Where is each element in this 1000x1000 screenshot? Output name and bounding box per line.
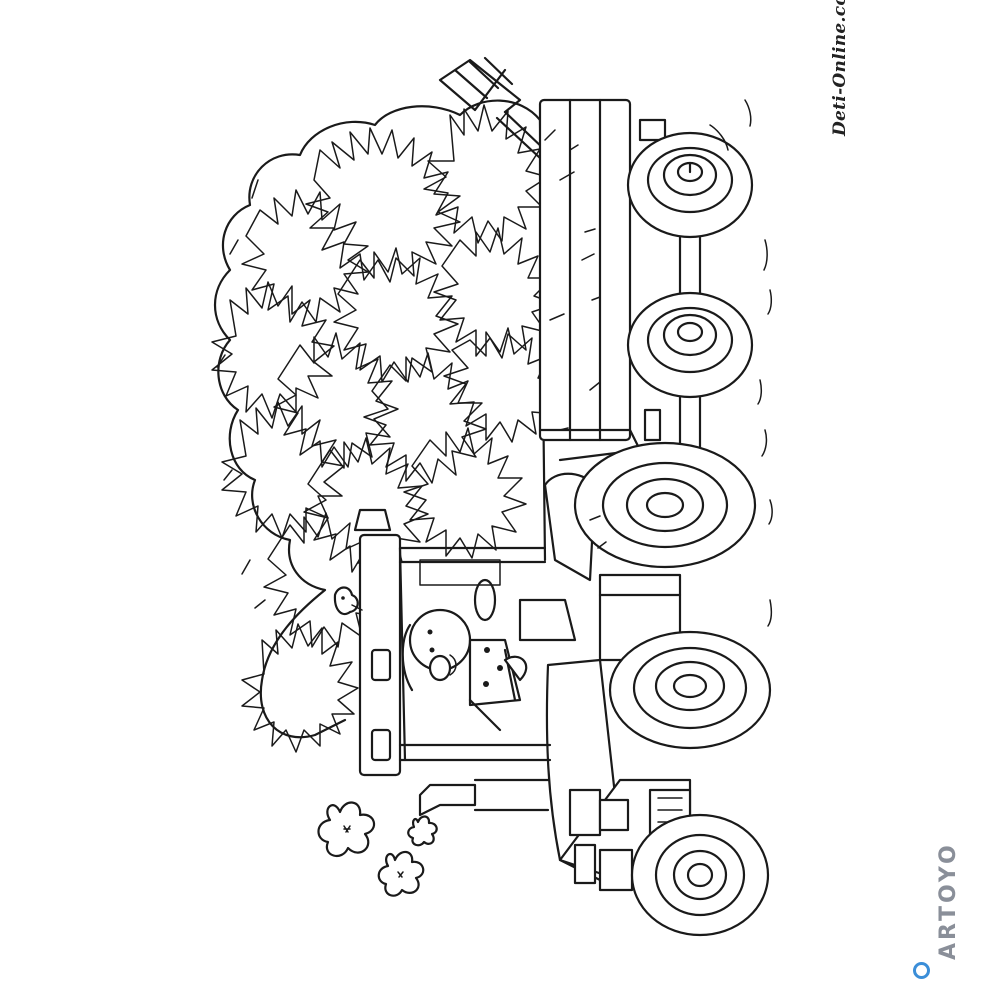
trailer-wheel-rear	[626, 131, 754, 239]
flower-small	[407, 815, 438, 847]
tractor-rear-wheel	[573, 441, 757, 569]
motion-marks	[559, 99, 773, 627]
trailer-wheel-mid	[626, 291, 754, 399]
flower-medium	[377, 850, 425, 897]
bird	[333, 586, 363, 616]
tractor-middle-wheel	[608, 630, 772, 750]
brand-logo-text: ARTOYO	[936, 842, 961, 960]
tractor-front-wheel	[630, 813, 770, 937]
brand-logo-ring-icon	[913, 962, 930, 979]
site-watermark: Deti-Online.com	[830, 0, 850, 136]
driver	[401, 608, 528, 732]
flower-large	[317, 801, 376, 858]
pitchfork	[438, 56, 547, 160]
